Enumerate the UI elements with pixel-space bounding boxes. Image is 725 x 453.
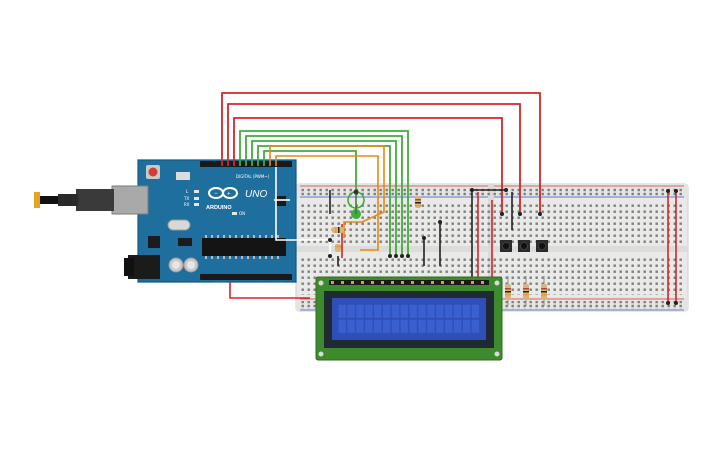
wires-red[interactable] bbox=[221, 92, 541, 214]
resistor-legs bbox=[507, 276, 545, 306]
arduino-uno-board[interactable]: − + ARDUINO UNO DIGITAL (PWM~) POWER ANA… bbox=[34, 159, 297, 287]
power-rail-top[interactable] bbox=[300, 188, 684, 196]
power-jack-icon bbox=[124, 255, 160, 279]
arduino-model-label: UNO bbox=[245, 189, 267, 200]
atmega-chip bbox=[202, 235, 286, 259]
push-button-2[interactable] bbox=[518, 240, 530, 252]
power-header-label: POWER bbox=[212, 282, 227, 287]
wires-orange[interactable] bbox=[269, 145, 385, 251]
push-button-3[interactable] bbox=[536, 240, 548, 252]
led-label-tx: TX bbox=[183, 196, 189, 201]
analog-power-header[interactable] bbox=[200, 274, 292, 280]
arduino-logo-icon: − + bbox=[208, 187, 238, 199]
reset-button-icon[interactable] bbox=[146, 165, 160, 179]
analog-header-label: ANALOG IN bbox=[262, 282, 284, 287]
led-label-l: L bbox=[186, 189, 189, 194]
wires-white[interactable] bbox=[274, 167, 331, 256]
resistor-icon bbox=[332, 196, 547, 300]
push-button-icon bbox=[502, 242, 510, 250]
push-button-icon bbox=[538, 242, 546, 250]
svg-text:+: + bbox=[227, 192, 231, 198]
arduino-brand-label: ARDUINO bbox=[206, 205, 232, 211]
push-button-icon bbox=[520, 242, 528, 250]
push-button-1[interactable] bbox=[500, 240, 512, 252]
usb-connector-icon bbox=[34, 185, 149, 215]
potentiometer-icon[interactable] bbox=[347, 189, 365, 220]
svg-text:−: − bbox=[214, 191, 218, 197]
digital-header-label: DIGITAL (PWM~) bbox=[236, 174, 270, 179]
led-label-rx: RX bbox=[184, 202, 190, 207]
capacitor-icon bbox=[168, 257, 199, 273]
lcd-display-module[interactable] bbox=[315, 276, 503, 361]
led-label-on: ON bbox=[239, 211, 245, 216]
